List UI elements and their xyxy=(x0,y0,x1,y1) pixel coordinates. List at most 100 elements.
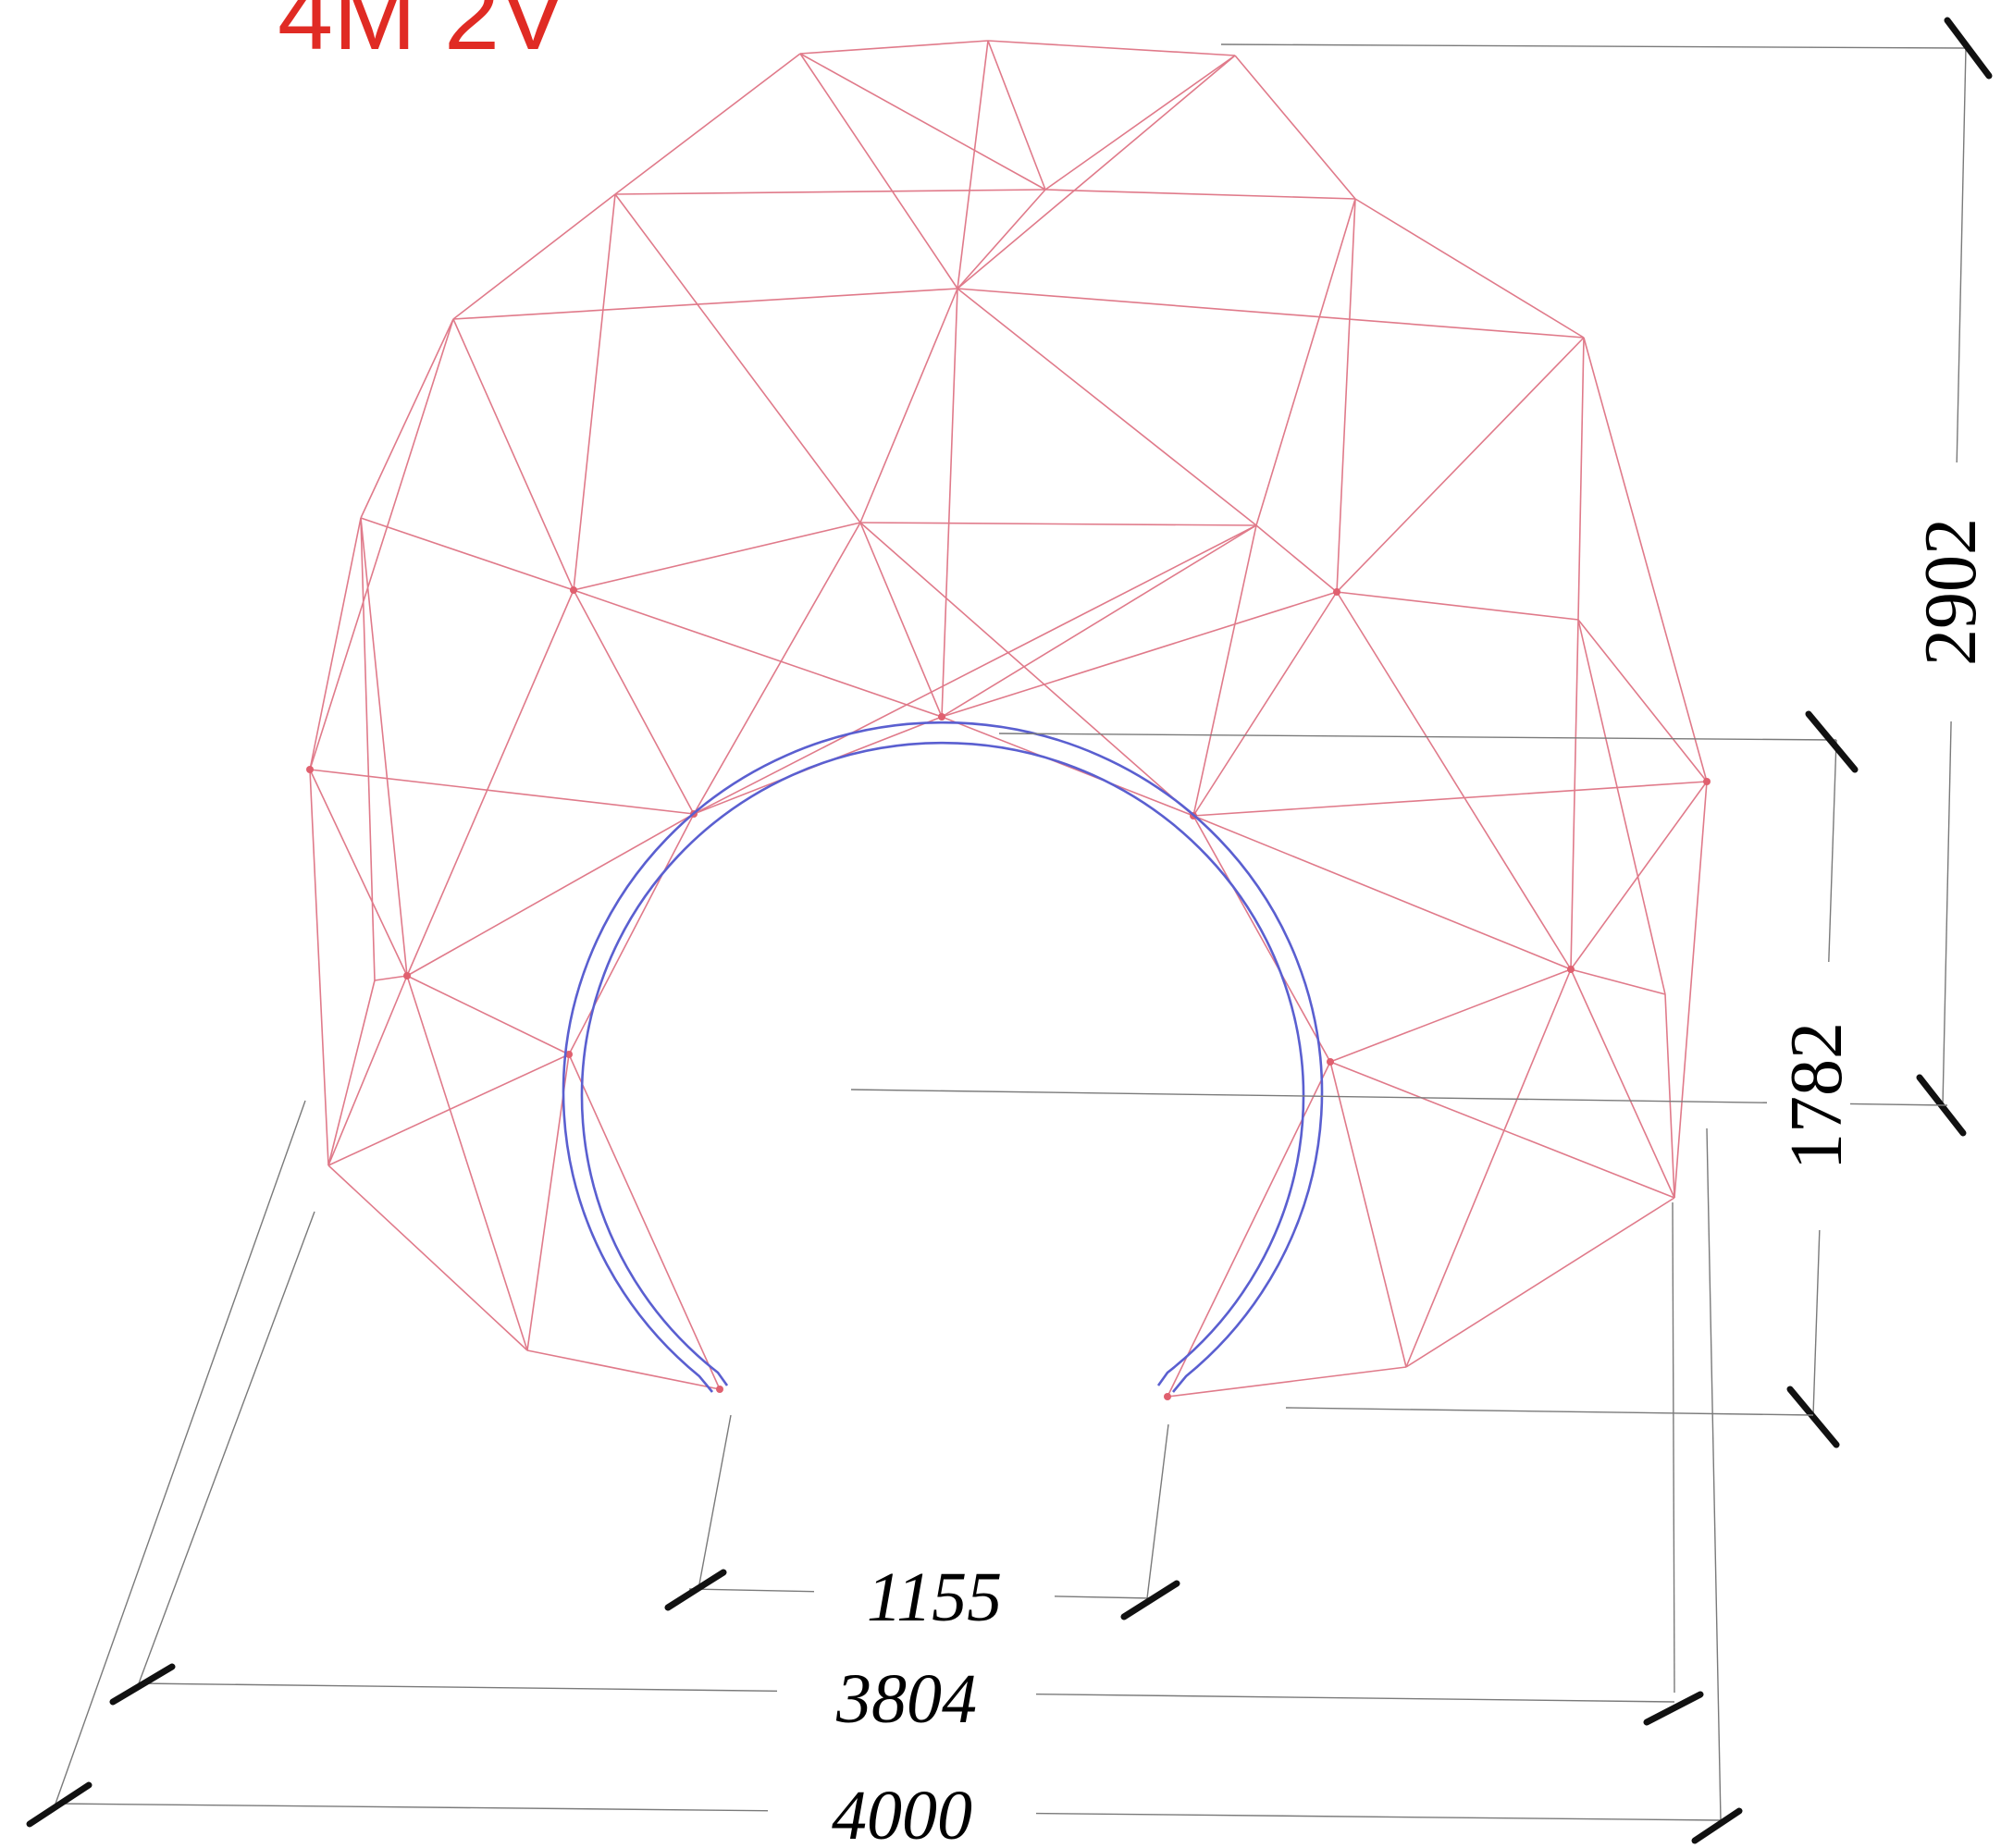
dome-strut xyxy=(1192,815,1572,970)
dome-strut xyxy=(957,288,1585,339)
dome-strut xyxy=(1255,198,1356,526)
door-bottom-extension xyxy=(1285,1407,1814,1416)
total-height-label: 2902 xyxy=(1910,518,1992,666)
total-height-label-bg xyxy=(1906,462,1989,721)
dome-strut xyxy=(941,716,1194,817)
dome-strut xyxy=(309,769,329,1166)
door-top-extension xyxy=(998,733,1837,741)
dome-strut xyxy=(1329,1061,1407,1368)
dome-strut xyxy=(526,1053,570,1351)
dome-hub-node xyxy=(716,1386,723,1393)
dome-strut xyxy=(1336,591,1579,621)
dome-strut xyxy=(1329,1061,1675,1199)
height-top-tick xyxy=(1944,17,1993,80)
dome-strut xyxy=(406,975,570,1055)
dome-strut xyxy=(1570,619,1579,970)
dome-hub-node xyxy=(1327,1058,1334,1066)
dome-hub-node xyxy=(938,713,945,721)
total-width-label: 4000 xyxy=(832,1777,972,1848)
dome-strut xyxy=(799,53,1046,191)
dome-hub-node xyxy=(1333,588,1340,596)
dome-strut xyxy=(1405,968,1572,1368)
dome-strut xyxy=(1570,968,1675,1199)
dome-strut xyxy=(614,189,1046,195)
dome-strut xyxy=(1570,968,1666,995)
dome-strut xyxy=(1329,968,1572,1063)
dome-strut xyxy=(614,53,801,195)
base-inner-width-label: 3804 xyxy=(835,1660,977,1738)
dome-strut xyxy=(1192,524,1257,817)
dome-strut xyxy=(987,40,1046,191)
dome-strut xyxy=(327,1164,528,1351)
dome-strut xyxy=(573,589,943,718)
total-width-right-tick xyxy=(1691,1807,1743,1844)
dome-strut xyxy=(452,288,958,320)
door-height-label: 1782 xyxy=(1776,1022,1858,1170)
center-extension-line xyxy=(850,1089,1948,1106)
door-outer-arc xyxy=(562,721,1324,1393)
dome-strut xyxy=(859,522,1257,526)
dome-strut xyxy=(957,55,1236,290)
dome-strut xyxy=(568,813,695,1055)
dome-strut xyxy=(406,589,574,977)
dome-strut xyxy=(1354,198,1585,339)
dome-strut xyxy=(573,522,861,591)
dome-strut xyxy=(614,193,861,524)
door-right-extension xyxy=(1146,1423,1169,1599)
dome-strut xyxy=(1583,337,1708,782)
dome-strut xyxy=(1336,337,1585,593)
total-width-label-bg xyxy=(768,1776,1036,1848)
door-width-right-tick xyxy=(1120,1580,1180,1620)
dome-strut xyxy=(1664,993,1675,1199)
dome-strut xyxy=(327,975,408,1166)
dome-strut xyxy=(693,524,1257,815)
dome-strut xyxy=(1192,815,1331,1063)
door-width-left-tick xyxy=(664,1569,727,1611)
base-inner-left-tick xyxy=(109,1663,176,1706)
dome-strut xyxy=(941,288,958,718)
total-width-left-tick xyxy=(26,1781,93,1828)
dome-strut xyxy=(1044,55,1236,191)
dome-strut xyxy=(327,1053,570,1166)
dome-strut xyxy=(941,524,1257,718)
dome-strut xyxy=(374,975,408,981)
dome-strut xyxy=(573,589,695,815)
dome-strut xyxy=(859,522,1194,817)
dome-strut xyxy=(957,40,989,290)
door-left-extension xyxy=(698,1414,732,1590)
door-inner-arc xyxy=(580,741,1305,1386)
dome-strut xyxy=(1577,337,1585,621)
dome-strut xyxy=(309,318,454,770)
door-height-top-tick xyxy=(1805,710,1859,773)
dome-strut xyxy=(360,517,408,977)
dome-strut xyxy=(452,193,616,320)
dome-hub-node xyxy=(565,1051,573,1058)
door-height-bottom-tick xyxy=(1786,1386,1840,1448)
dome-frame-nodes xyxy=(306,586,1711,1400)
door-opening xyxy=(562,721,1324,1393)
dome-strut xyxy=(1577,619,1708,782)
dome-strut xyxy=(360,517,376,981)
dome-strut xyxy=(309,517,362,770)
door-width-label-bg xyxy=(814,1556,1055,1630)
dome-strut xyxy=(1167,1061,1331,1398)
dome-strut xyxy=(1255,524,1338,593)
dome-strut xyxy=(957,288,1257,526)
dome-strut xyxy=(452,318,574,591)
dome-strut xyxy=(327,979,376,1166)
dome-strut xyxy=(1167,1366,1407,1398)
door-height-label-bg xyxy=(1767,962,1850,1230)
dome-hub-node xyxy=(570,586,577,594)
base-left-extension xyxy=(138,1211,315,1684)
dome-strut xyxy=(1234,55,1356,200)
dome-strut xyxy=(1192,781,1708,817)
dome-strut xyxy=(1577,619,1666,995)
base-right-extension xyxy=(1672,1201,1675,1694)
dome-strut xyxy=(1405,1197,1675,1368)
dome-strut xyxy=(693,522,861,815)
dome-strut xyxy=(1570,781,1708,970)
dome-strut xyxy=(799,53,958,290)
base-inner-width-label-bg xyxy=(777,1657,1036,1731)
